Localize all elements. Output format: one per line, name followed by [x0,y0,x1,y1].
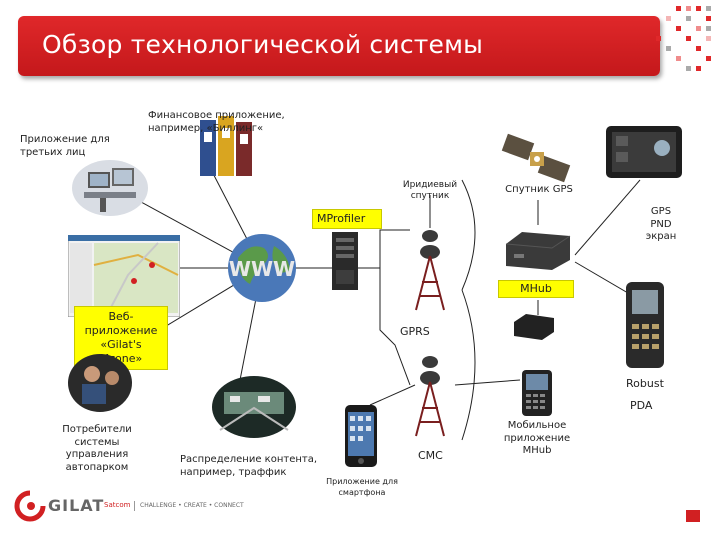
pda-device-icon [626,282,664,368]
logo-divider [134,501,135,511]
gps-pnd-label-line2: PND [650,218,672,230]
gps-pnd-label: GPS PND экран [634,206,688,244]
web-app-callout: Веб-приложение «Gilat's Mzone» [74,306,168,370]
pda-label: PDA [630,399,653,412]
server-icon [332,232,358,290]
gps-satellite-label: Спутник GPS [505,184,573,195]
mhub-small-device-icon [514,314,554,340]
office-workstation-image [72,160,148,216]
page-title: Обзор технологической системы [42,30,484,59]
fleet-users-image [68,354,132,412]
sms-label: СМС [418,449,443,462]
mobile-phone-icon [522,370,552,416]
iridium-label: Иридиевый спутник [402,180,458,201]
web-app-map-screenshot [68,235,180,317]
gilat-logo: GILAT Satcom CHALLENGE • CREATE • CONNEC… [14,488,244,528]
logo-tagline: CHALLENGE • CREATE • CONNECT [140,502,244,509]
mhub-label: MHub [520,282,552,295]
third-party-app-label: Приложение для третьих лиц [20,134,110,158]
gps-pnd-label-line3: экран [645,231,677,242]
mprofiler-callout: MProfiler [312,209,382,229]
smartphone-app-label: Приложение для смартфона [326,477,398,497]
cell-tower-icon-2 [415,356,445,437]
logo-brand: GILAT [48,496,105,515]
mobile-mhub-label: Мобильное приложение MHub [503,420,571,456]
gps-pnd-label-line1: GPS [650,206,672,217]
gprs-label: GPRS [400,325,430,338]
title-bar: Обзор технологической системы [18,16,660,76]
content-distribution-label: Распределение контента, например, траффи… [180,454,318,478]
robust-label: Robust [626,377,664,390]
traffic-content-image [212,376,296,438]
fleet-users-label: Потребители системы управления автопарко… [62,424,132,473]
corner-mark [686,510,700,522]
gilat-logo-icon [14,490,46,522]
www-text: WWW [229,257,295,281]
mhub-device-icon [505,232,571,270]
www-globe-icon: WWW [228,234,296,302]
gps-pnd-device-icon [606,126,682,178]
financial-documents-image [200,116,252,176]
mprofiler-label: MProfiler [317,212,366,225]
decorative-dot-pattern [630,0,720,80]
cell-tower-icon [415,230,445,311]
mhub-callout: MHub [498,280,574,298]
smartphone-icon [345,405,377,467]
gps-satellite-icon [501,133,571,183]
financial-app-label: Финансовое приложение, например, «Биллин… [148,110,285,134]
logo-brand-suffix: Satcom [104,501,131,509]
